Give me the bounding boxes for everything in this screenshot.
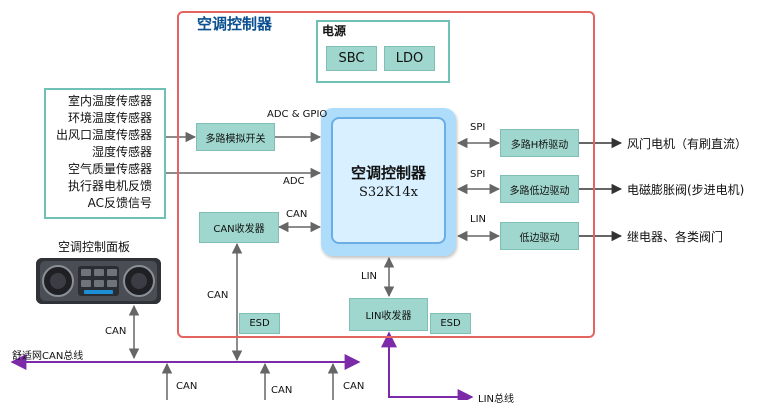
output-relays-valves: 继电器、各类阀门	[627, 230, 724, 244]
label-can-link: CAN	[286, 209, 308, 220]
control-panel-image	[36, 258, 161, 304]
label-spi-1: SPI	[470, 122, 486, 133]
label-can-panel: CAN	[105, 326, 127, 337]
sensor-group: 室内温度传感器 环境温度传感器 出风口温度传感器 湿度传感器 空气质量传感器 执…	[44, 88, 166, 219]
label-can-down: CAN	[207, 290, 229, 301]
label-lin-down: LIN	[361, 271, 378, 282]
h-bridge-driver-block: 多路H桥驱动	[500, 129, 579, 157]
sbc-block: SBC	[326, 46, 377, 71]
sensor-item: 出风口温度传感器	[55, 128, 152, 142]
esd-block-can: ESD	[239, 313, 280, 334]
sensor-item: 湿度传感器	[91, 145, 152, 159]
label-can-bus-2: CAN	[271, 385, 293, 396]
sensor-item: 环境温度传感器	[67, 111, 152, 125]
label-can-bus-3: CAN	[343, 381, 365, 392]
output-damper-motor: 风门电机（有刷直流）	[627, 137, 748, 151]
sensor-item: 室内温度传感器	[67, 94, 152, 108]
lin-bus-line	[381, 331, 474, 400]
label-can-bus-1: CAN	[176, 381, 198, 392]
lin-bus-label: LIN总线	[478, 394, 515, 405]
low-side-driver-multi-block: 多路低边驱动	[500, 175, 579, 203]
sensor-item: 空气质量传感器	[67, 162, 152, 176]
panel-title: 空调控制面板	[58, 240, 131, 254]
power-title: 电源	[322, 24, 347, 38]
lin-transceiver-block: LIN收发器	[349, 298, 428, 331]
can-bus-label: 舒适网CAN总线	[12, 351, 84, 362]
sensor-item: 执行器电机反馈	[67, 179, 152, 193]
controller-frame	[177, 11, 595, 338]
label-adc: ADC	[283, 176, 305, 187]
label-adc-gpio: ADC & GPIO	[267, 109, 328, 120]
esd-block-lin: ESD	[430, 313, 471, 334]
control-panel-photo	[36, 258, 161, 304]
label-lin-right: LIN	[470, 214, 487, 225]
controller-title: 空调控制器	[197, 15, 273, 33]
ldo-block: LDO	[384, 46, 435, 71]
label-spi-2: SPI	[470, 169, 486, 180]
mux-switch-block: 多路模拟开关	[196, 123, 275, 151]
output-expansion-valve: 电磁膨胀阀(步进电机)	[627, 183, 745, 197]
mcu-model: S32K14x	[358, 184, 419, 200]
low-side-driver-block: 低边驱动	[500, 222, 579, 250]
mcu-title: 空调控制器	[350, 163, 426, 182]
can-transceiver-block: CAN收发器	[199, 212, 279, 243]
sensor-item: AC反馈信号	[87, 196, 152, 210]
mcu-core: 空调控制器 S32K14x	[331, 117, 446, 244]
